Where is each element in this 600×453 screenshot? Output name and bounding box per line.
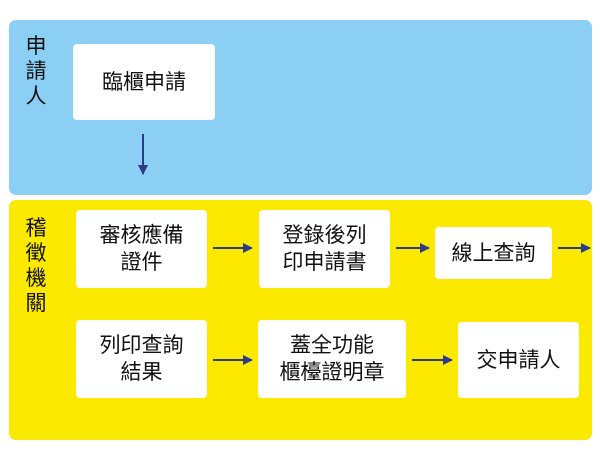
step-stamp-line2: 櫃檯證明章: [279, 360, 385, 384]
step-review-documents: 審核應備 證件: [76, 210, 207, 288]
step-register-line1: 登錄後列: [282, 223, 367, 247]
step-stamp-line1: 蓋全功能: [290, 333, 374, 357]
agency-lane-label: 稽徵機關: [25, 216, 47, 315]
step-review-line1: 審核應備: [99, 223, 184, 247]
step-review-line2: 證件: [120, 250, 163, 274]
step-counter-apply-label: 臨櫃申請: [102, 69, 186, 94]
step-deliver: 交申請人: [458, 322, 579, 398]
step-online-query: 線上查詢: [435, 227, 552, 279]
step-deliver-label: 交申請人: [476, 347, 561, 372]
step-register-line2: 印申請書: [282, 250, 367, 274]
step-counter-apply: 臨櫃申請: [73, 44, 215, 120]
applicant-lane-label: 申請人: [25, 34, 47, 108]
step-online-query-label: 線上查詢: [451, 240, 536, 265]
step-print-line2: 結果: [120, 360, 163, 384]
step-print-line1: 列印查詢: [99, 333, 184, 357]
step-stamp-certificate: 蓋全功能 櫃檯證明章: [258, 320, 406, 398]
step-register-print: 登錄後列 印申請書: [259, 210, 390, 288]
step-print-result: 列印查詢 結果: [76, 320, 207, 398]
